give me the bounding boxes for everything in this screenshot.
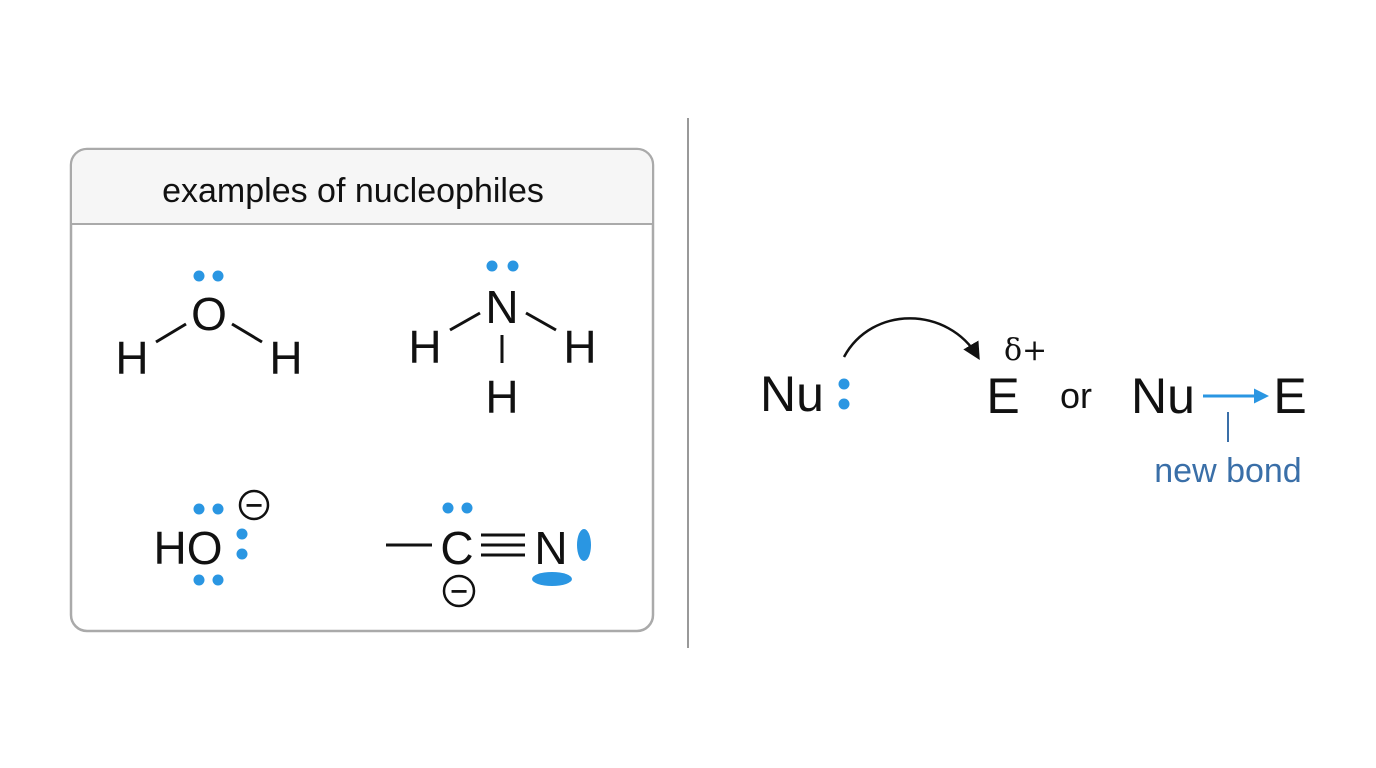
ammonia-molecule: N H H H [408, 260, 597, 423]
lone-pair-dot [212, 503, 224, 515]
ammonia-hydrogen-left: H [408, 321, 441, 373]
lone-pair-dot [236, 548, 248, 560]
lone-pair-dot [193, 270, 205, 282]
water-hydrogen-left: H [115, 332, 148, 384]
curved-arrow [842, 317, 980, 361]
lone-pair-dot [838, 378, 850, 390]
ammonia-bond-right [525, 311, 557, 332]
hydroxide-label: HO [154, 522, 223, 574]
lone-pair-dot [838, 398, 850, 410]
ammonia-hydrogen-bottom: H [485, 371, 518, 423]
lone-pair-dot [236, 528, 248, 540]
partial-charge-label: δ+ [1004, 333, 1047, 368]
nucleophile-label-2: Nu [1131, 368, 1195, 424]
water-molecule: O H H [115, 270, 303, 384]
charge-sign: − [449, 577, 469, 605]
new-bond-annotation: new bond [1154, 452, 1301, 490]
negative-charge-icon [442, 574, 476, 608]
reaction-scheme: Nu E δ+ or Nu E new bond [760, 317, 1307, 490]
electrophile-label-2: E [1273, 368, 1306, 424]
hydroxide-ion: HO − [154, 489, 270, 586]
panel-header-bg [72, 150, 652, 224]
cyanide-nitrogen: N [534, 522, 567, 574]
lone-pair-dot [193, 574, 205, 586]
cyanide-ion: C N − [386, 502, 591, 608]
ammonia-nitrogen: N [485, 281, 518, 333]
lone-pair-dot [461, 502, 473, 514]
water-hydrogen-right: H [269, 332, 302, 384]
nucleophile-label: Nu [760, 366, 824, 422]
lone-pair-dot [442, 502, 454, 514]
electrophile-label: E [986, 368, 1019, 424]
lone-pair-dot [486, 260, 498, 272]
panel-title: examples of nucleophiles [162, 172, 544, 210]
lone-pair-dot [212, 574, 224, 586]
lone-pair-dot [507, 260, 519, 272]
water-oxygen: O [191, 288, 227, 340]
lone-pair-dot [212, 270, 224, 282]
ammonia-hydrogen-right: H [563, 321, 596, 373]
ammonia-bond-left [449, 311, 481, 332]
lone-pair-dot [193, 503, 205, 515]
charge-sign: − [244, 491, 264, 519]
lone-pair-lobe [577, 529, 591, 561]
or-connector: or [1060, 375, 1092, 416]
water-bond-left [155, 322, 187, 344]
lone-pair-lobe [532, 572, 572, 586]
negative-charge-icon [238, 489, 270, 521]
cyanide-carbon: C [440, 522, 473, 574]
water-bond-right [231, 322, 263, 344]
